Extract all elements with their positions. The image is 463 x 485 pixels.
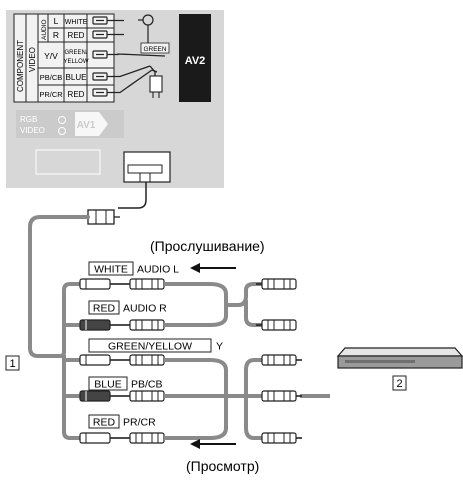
adapter-plug-3: [79, 354, 111, 366]
row-color-white: WHITE: [65, 19, 88, 26]
cable-plug-2: [129, 319, 165, 331]
cable-label-green-yellow: GREEN/YELLOW: [108, 341, 192, 353]
adapter-plug-2: [79, 319, 111, 331]
audio-out-plug-2: [261, 319, 297, 331]
video-small-label: VIDEO: [20, 126, 45, 135]
viewing-arrow-icon: [190, 439, 236, 449]
callout-2: [392, 375, 407, 391]
row-key-l: L: [54, 16, 59, 26]
signal-pb: PB/CB: [131, 379, 163, 391]
cable-bundle: [28, 215, 90, 440]
av2-block: [179, 14, 211, 102]
viewing-label: (Просмотр): [186, 458, 259, 474]
svg-text:1: 1: [9, 358, 15, 370]
svg-text:YELLOW: YELLOW: [63, 59, 88, 65]
video-out-plug-3: [261, 432, 297, 444]
adapter-plug-1: [79, 278, 111, 290]
cable-plug-3: [129, 354, 165, 366]
row-color-red: RED: [68, 31, 85, 40]
signal-pr: PR/CR: [123, 417, 156, 429]
row-key-r: R: [53, 30, 59, 40]
svg-text:2: 2: [396, 378, 402, 390]
callout-1: [5, 355, 20, 371]
row-color-red-2: RED: [68, 90, 85, 99]
signal-y: Y: [216, 341, 223, 353]
cable-rows: [79, 278, 330, 444]
rgb-label: RGB: [20, 115, 37, 124]
mini-cable: [118, 182, 147, 209]
adapter-plug-4: [79, 390, 111, 402]
video-out-plug-1: [261, 354, 297, 366]
cable-label-red-2: RED: [93, 417, 116, 429]
audio-out-plug-1: [261, 278, 297, 290]
internal-plug: [149, 75, 163, 93]
cable-label-white: WHITE: [94, 264, 128, 276]
dvd-player-icon: [336, 347, 463, 369]
internal-wires: [107, 19, 166, 94]
green-tag: [140, 42, 170, 54]
cable-label-blue: BLUE: [94, 379, 121, 391]
cable-plug-1: [129, 278, 165, 290]
cable-plug-4: [129, 390, 165, 402]
svg-text:GREEN: GREEN: [143, 46, 166, 53]
row-color-blue: BLUE: [66, 73, 87, 82]
cable-label-red: RED: [93, 303, 116, 315]
av2-label: AV2: [185, 55, 206, 67]
listening-arrow-icon: [190, 263, 236, 273]
av1-label: AV1: [77, 120, 96, 131]
cable-labels: WHITE AUDIO L RED AUDIO R GREEN/YELLOW Y…: [88, 261, 223, 429]
audio-label: AUDIO: [41, 19, 48, 40]
signal-audio-l: AUDIO L: [137, 264, 179, 276]
adapter-plug-5: [79, 432, 111, 444]
row-key-pr: PR/CR: [39, 90, 63, 99]
video-out-plug-2: [261, 390, 297, 402]
video-label: VIDEO: [28, 47, 37, 72]
component-label: COMPONENT: [16, 40, 25, 92]
signal-audio-r: AUDIO R: [123, 303, 167, 315]
minijack-plug: [87, 209, 115, 225]
row-key-pb: PB/CB: [40, 73, 63, 82]
row-key-y: Y/V: [44, 51, 58, 61]
row-color-green-yellow: GREEN/: [64, 50, 87, 56]
listening-label: (Прослушивание): [150, 238, 265, 254]
cable-plug-5: [129, 432, 165, 444]
